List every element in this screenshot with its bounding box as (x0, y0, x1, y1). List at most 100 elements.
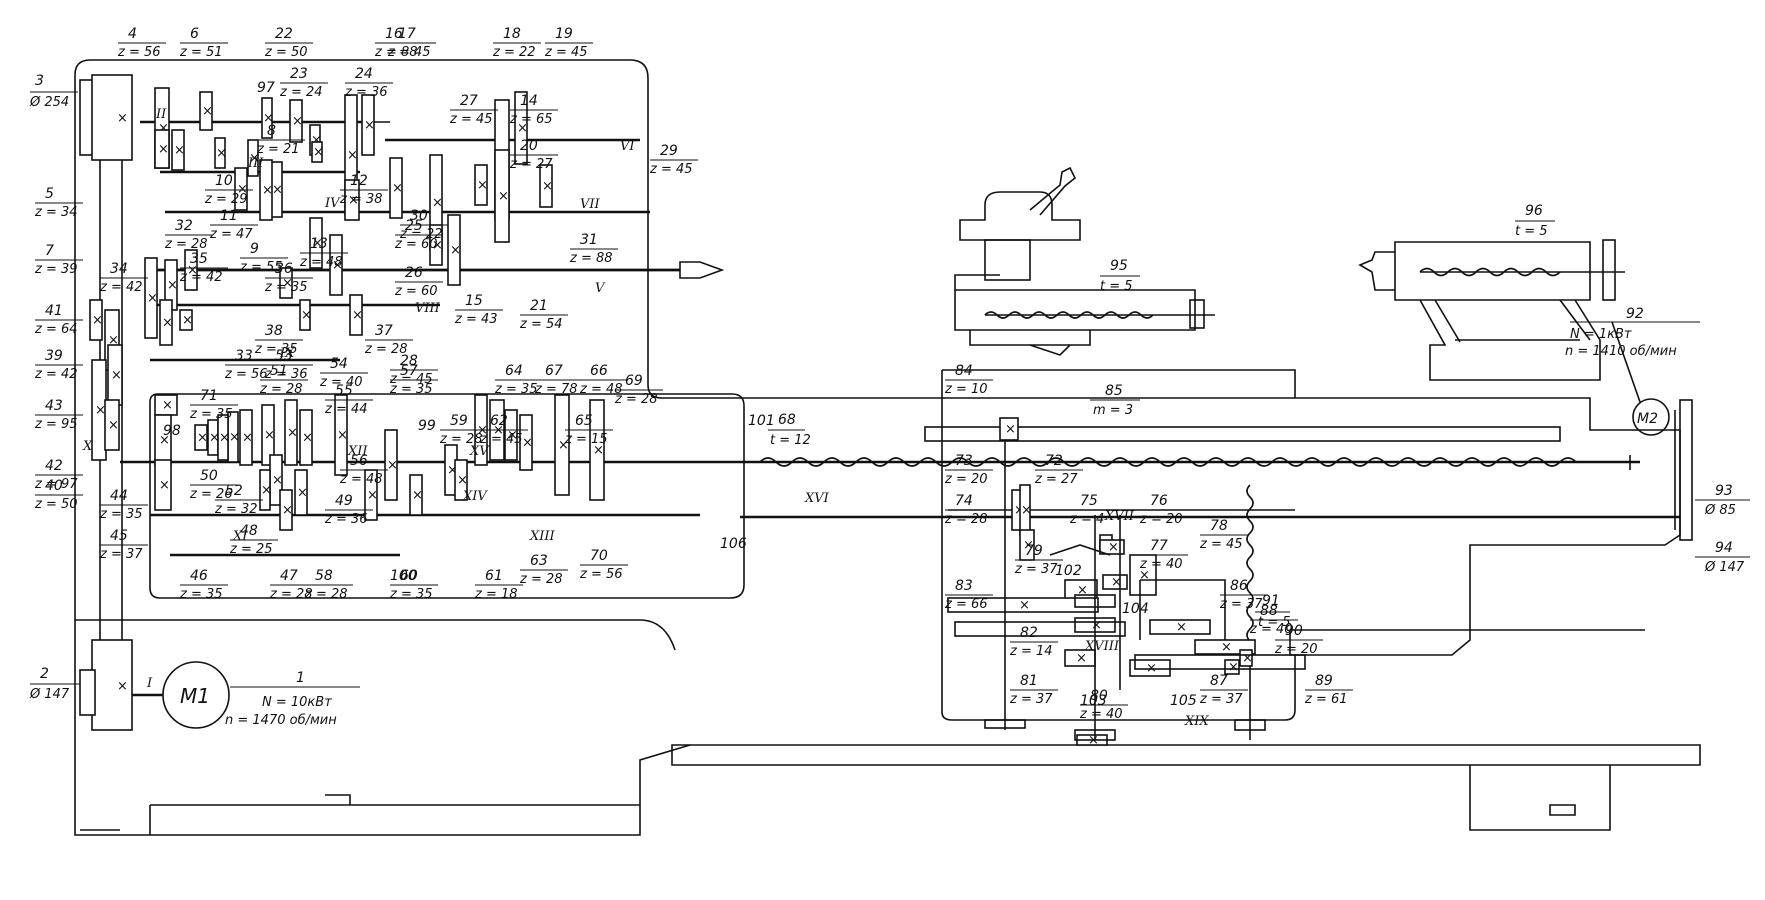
gear-65 (519, 414, 533, 471)
gear-26 (329, 234, 343, 296)
m1-speed: n = 1470 об/мин (225, 713, 337, 728)
gear-teeth: z = 37 (1014, 562, 1058, 577)
gear-label-52: 52z = 32 (214, 483, 263, 517)
gear-teeth: z = 36 (344, 85, 388, 100)
gear-center-mark: × (272, 183, 283, 198)
gear-number: 75 (1080, 493, 1098, 509)
gear-center-mark: × (292, 114, 303, 129)
gear-center-mark: × (477, 178, 488, 193)
gear-label-17: 17z = 45 (387, 26, 436, 60)
gear-center-mark: × (111, 368, 122, 383)
gear-number: 27 (460, 93, 478, 109)
gear-number: 30 (410, 208, 428, 224)
gear-center-mark: × (364, 118, 375, 133)
gear-teeth: z = 20 (944, 472, 988, 487)
gear-teeth: z = 28 (519, 572, 563, 587)
gear-number: 36 (275, 261, 293, 277)
gear-label-66: 66z = 48 (579, 363, 628, 397)
gear-center-mark: × (108, 333, 119, 348)
gear-76 (1099, 539, 1125, 555)
gear-number: 83 (955, 578, 973, 594)
gear-label-14: 14z = 65 (509, 93, 558, 127)
gear-teeth: z = 35 (179, 587, 223, 602)
gear-number: 12 (350, 173, 368, 189)
gear-number: 60 (400, 568, 418, 584)
gear-teeth: z = 28 (364, 342, 408, 357)
gear-teeth: z = 18 (474, 587, 518, 602)
gear-label-61: 61z = 18 (474, 568, 523, 602)
gear-teeth: z = 55 (239, 260, 283, 275)
gear-teeth: z = 50 (264, 45, 308, 60)
gear-label-87: 87z = 37 (1199, 673, 1248, 707)
gear-label-69: 69z = 28 (614, 373, 663, 407)
gear-number: 43 (45, 398, 63, 414)
gear-86 (1149, 619, 1211, 635)
gear-number: 10 (215, 173, 233, 189)
gear-center-mark: × (162, 398, 173, 413)
gear-number: 82 (1020, 625, 1038, 641)
shaft-XVIII: XVIII (1084, 639, 1120, 654)
gear-teeth: z = 45 (544, 45, 588, 60)
shaft-XIX: XIX (1184, 714, 1209, 729)
gear-number: 80 (1090, 688, 1108, 704)
gear-teeth: z = 37 (99, 547, 143, 562)
svg-text:t = 5: t = 5 (1100, 279, 1133, 294)
gear-label-70: 70z = 56 (579, 548, 628, 582)
gear-label-36: 36z = 35 (264, 261, 313, 295)
gear-53 (239, 409, 253, 466)
gear-label-72: 72z = 27 (1034, 453, 1083, 487)
gear-center-mark: × (219, 431, 230, 446)
gear-number: 73 (955, 453, 973, 469)
gear-number: 50 (200, 468, 218, 484)
gear-90 (1239, 649, 1253, 667)
gear-center-mark: × (412, 488, 423, 503)
gear-teeth: z = 28 (304, 587, 348, 602)
gear-31 (494, 149, 510, 243)
gear-number: 7 (45, 243, 54, 259)
gear-teeth: z = 20 (1139, 512, 1183, 527)
gear-41 (89, 299, 103, 341)
gear-teeth: z = 65 (509, 112, 553, 127)
belt-drive: × × (79, 74, 1693, 731)
gear-22 (289, 99, 303, 143)
gear-teeth: z = 26 (189, 487, 233, 502)
gear-number: 84 (955, 363, 973, 379)
gear-label-41: 41z = 64 (34, 303, 83, 337)
gear-center-mark: × (447, 463, 458, 478)
gear-12 (311, 141, 323, 163)
gear-teeth: z = 51 (179, 45, 223, 60)
gear-center-mark: × (261, 483, 272, 498)
gear-label-18: 18z = 22 (492, 26, 541, 60)
shaft-XI: XI (232, 529, 248, 544)
gear-center-mark: × (1111, 575, 1122, 590)
gear-label-65: 65z = 15 (564, 413, 613, 447)
motor-m2: M2 92 N = 1кВт n = 1410 об/мин (1565, 306, 1700, 436)
gear-label-23: 23z = 24 (279, 66, 328, 100)
gear-teeth: z = 20 (1274, 642, 1318, 657)
gear-label-67: 67z = 78 (534, 363, 583, 397)
gear-teeth: z = 40 (319, 375, 363, 390)
gear-number: 64 (505, 363, 523, 379)
gear-number: 21 (530, 298, 548, 314)
gear-21 (447, 214, 461, 286)
gear-number: 86 (1230, 578, 1248, 594)
gear-77 (1102, 574, 1128, 590)
gear-number: 17 (398, 26, 416, 42)
gear-33 (159, 299, 173, 346)
gear-label-11: 11z = 47 (209, 208, 258, 242)
gear-number: 55 (335, 383, 353, 399)
gear-teeth: z = 56 (224, 367, 268, 382)
gear-number: 52 (225, 483, 243, 499)
gear-29 (539, 164, 553, 208)
gear-teeth: z = 45 (1199, 537, 1243, 552)
svg-text:85: 85 (1105, 383, 1123, 399)
gear-center-mark: × (216, 146, 227, 161)
gear-number: 22 (275, 26, 293, 42)
gear-center-mark: × (542, 179, 553, 194)
gear-number: 63 (530, 553, 548, 569)
gear-label-54: 54z = 40 (319, 356, 368, 390)
gear-8 (247, 139, 259, 177)
pulley-mark: × (117, 679, 128, 694)
gear-center-mark: × (1176, 620, 1187, 635)
